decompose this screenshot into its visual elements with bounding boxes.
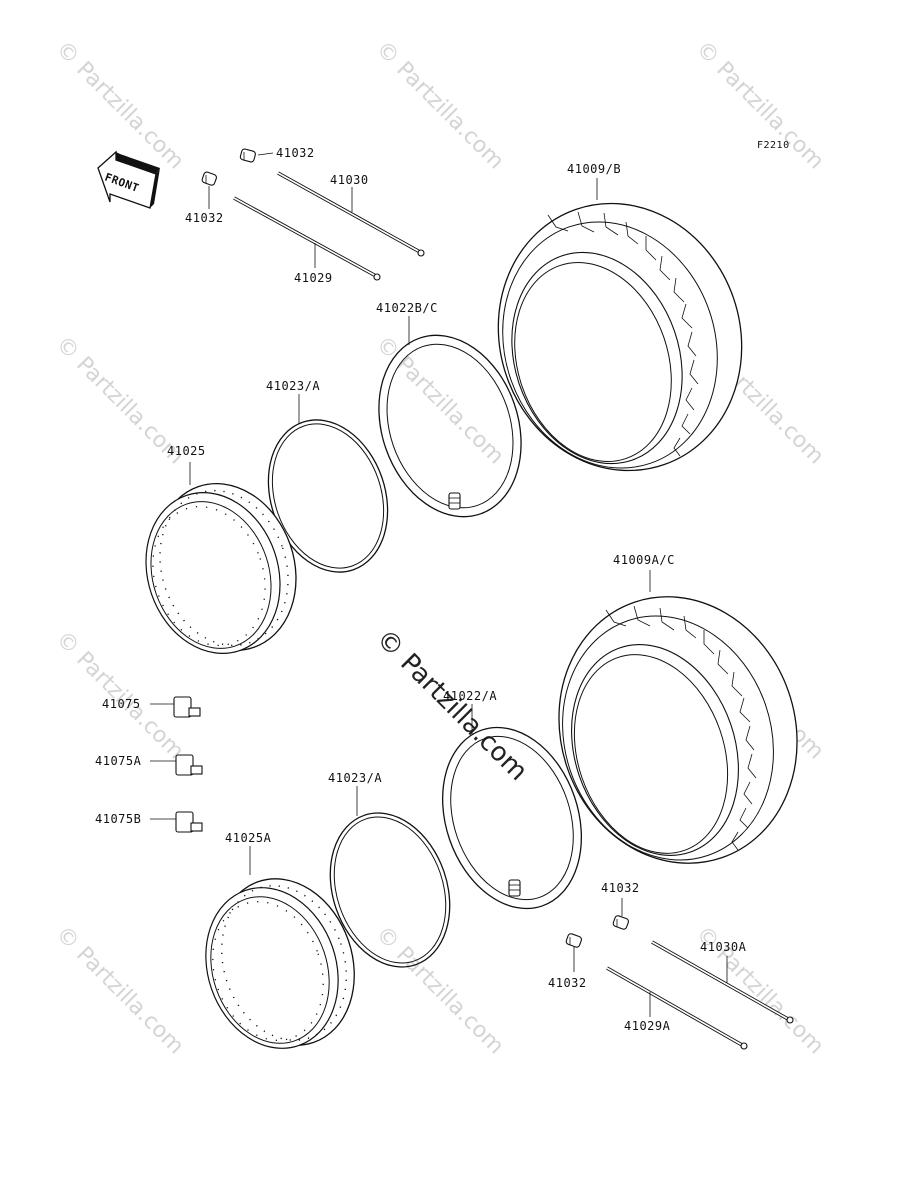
valve-stem-41029	[233, 196, 381, 281]
inner-tube-41022bc	[378, 334, 522, 518]
rim-band-41023a-lower	[329, 812, 451, 968]
valve-cap-41032-lower-right	[612, 915, 629, 930]
label-41032-upper-left: 41032	[185, 211, 224, 225]
label-41030: 41030	[330, 173, 369, 187]
label-41075: 41075	[102, 697, 141, 711]
label-41030a: 41030A	[700, 940, 747, 954]
valve-stem-41030	[277, 171, 425, 257]
tire-41009b	[497, 202, 743, 472]
front-arrow-icon: FRONT	[97, 150, 160, 209]
valve-cap-41032-upper-left	[201, 171, 217, 186]
watermark-text: © Partzilla.com	[51, 627, 189, 765]
label-41022bc: 41022B/C	[376, 301, 438, 315]
tire-41009ac	[558, 596, 798, 864]
label-41032-lower-right: 41032	[601, 881, 640, 895]
label-41075a: 41075A	[95, 754, 142, 768]
valve-cap-41032-lower-left	[565, 933, 582, 948]
label-41023a-upper: 41023/A	[266, 379, 320, 393]
label-41009ac: 41009A/C	[613, 553, 675, 567]
balance-weight-41075	[173, 696, 201, 718]
watermark-text: © Partzilla.com	[691, 37, 829, 175]
label-41029: 41029	[294, 271, 333, 285]
rim-41025	[145, 482, 297, 654]
label-41032-lower-left: 41032	[548, 976, 587, 990]
valve-stem-41029a	[606, 966, 748, 1050]
watermark-text: © Partzilla.com	[371, 37, 509, 175]
label-41025: 41025	[167, 444, 206, 458]
inner-tube-41022a	[441, 726, 583, 910]
label-41022a: 41022/A	[443, 689, 497, 703]
watermark-text: © Partzilla.com	[51, 37, 189, 175]
watermark-center-text: © Partzilla.com	[370, 624, 533, 787]
label-41032-upper-right: 41032	[276, 146, 315, 160]
valve-cap-41032-upper-right	[239, 148, 256, 163]
label-41009b: 41009/B	[567, 162, 621, 176]
watermark-text: © Partzilla.com	[371, 922, 509, 1060]
label-41023a-lower: 41023/A	[328, 771, 382, 785]
watermark-text: © Partzilla.com	[51, 922, 189, 1060]
figure-code: F2210	[757, 140, 790, 151]
rim-41025a	[205, 878, 355, 1049]
label-41075b: 41075B	[95, 812, 141, 826]
balance-weight-41075a	[175, 754, 203, 776]
watermark-text: © Partzilla.com	[371, 332, 509, 470]
balance-weight-41075b	[175, 811, 203, 833]
valve-stem-41030a	[651, 940, 794, 1024]
label-41029a: 41029A	[624, 1019, 671, 1033]
label-41025a: 41025A	[225, 831, 272, 845]
